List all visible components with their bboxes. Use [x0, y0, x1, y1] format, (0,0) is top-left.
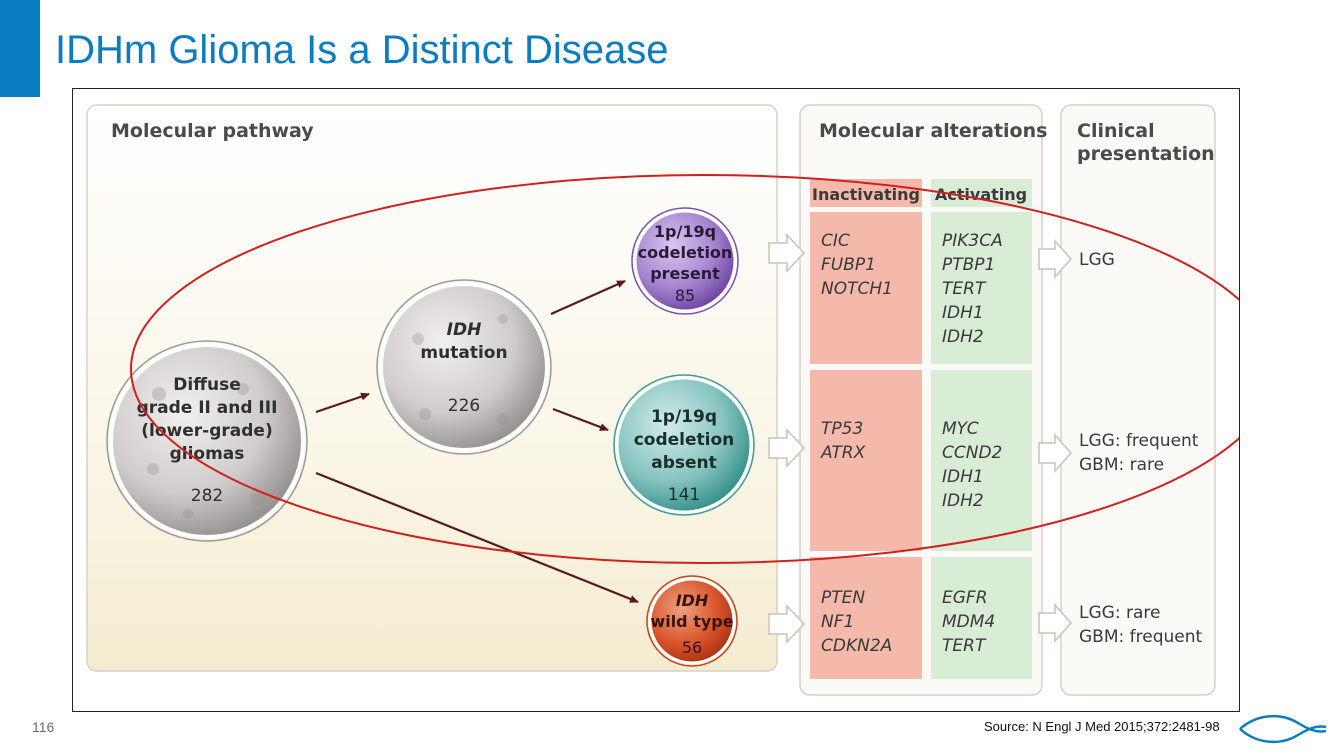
arrow-idh-to-codeletion-present — [550, 279, 626, 316]
gene-label: MYC — [942, 419, 979, 439]
page-number: 116 — [32, 719, 55, 735]
clinical-label: LGG — [1079, 250, 1115, 270]
row2-activating-cell — [931, 370, 1032, 551]
codeletion-present-label: codeletion — [638, 243, 733, 262]
inactivating-header: Inactivating — [812, 185, 920, 204]
pathway-diagram: Molecular pathway Molecular alterations … — [86, 104, 1239, 696]
idh-node-label: mutation — [420, 343, 507, 363]
row1-output-arrow — [1038, 239, 1073, 279]
arrow-diffuse-to-idh-wild-type — [315, 471, 639, 604]
gene-label: IDH1 — [942, 467, 984, 487]
clinical-label: GBM: rare — [1079, 455, 1164, 475]
gene-label: PTBP1 — [942, 255, 995, 275]
row1-activating-cell — [931, 212, 1032, 364]
row1-input-arrow — [768, 233, 806, 273]
gene-label: TP53 — [821, 419, 863, 439]
gene-label: ATRX — [820, 443, 866, 463]
row2-input-arrow — [768, 428, 806, 468]
row2-output-arrow — [1038, 433, 1073, 473]
idh-wild-type-count: 56 — [682, 638, 702, 657]
diffuse-node-label: gliomas — [170, 444, 245, 464]
gene-label: FUBP1 — [821, 255, 876, 275]
company-logo — [1239, 714, 1327, 744]
idh-wild-type-label: IDH — [676, 591, 709, 610]
title-accent-bar — [0, 0, 40, 97]
gene-label: PIK3CA — [942, 231, 1003, 251]
gene-label: IDH2 — [942, 327, 984, 347]
idh-wild-type-label: wild type — [650, 612, 733, 631]
gene-label: IDH1 — [942, 303, 984, 323]
codeletion-absent-count: 141 — [668, 485, 700, 505]
clinical-presentation-header-line2: presentation — [1077, 143, 1215, 165]
codeletion-absent-label: codeletion — [634, 430, 735, 450]
molecular-alterations-header: Molecular alterations — [819, 120, 1047, 142]
idh-node-label: IDH — [447, 320, 482, 340]
row3-activating-cell — [931, 557, 1032, 679]
gene-label: EGFR — [942, 588, 988, 608]
gene-label: MDM4 — [942, 612, 995, 632]
row3-output-arrow — [1038, 603, 1073, 643]
clinical-label: GBM: frequent — [1079, 627, 1202, 647]
highlight-ellipse — [130, 174, 1239, 564]
row3-input-arrow — [768, 604, 806, 644]
clinical-presentation-header-line1: Clinical — [1077, 120, 1155, 142]
codeletion-absent-label: absent — [651, 453, 717, 473]
gene-label: CDKN2A — [821, 636, 892, 656]
gene-label: IDH2 — [942, 491, 984, 511]
row1-inactivating-cell — [810, 212, 922, 364]
gene-label: TERT — [942, 279, 987, 299]
gene-label: NF1 — [821, 612, 854, 632]
gene-label: CCND2 — [942, 443, 1002, 463]
idh-wild-type-node: IDH wild type 56 — [646, 575, 738, 667]
diffuse-node-label: (lower-grade) — [141, 421, 272, 441]
codeletion-present-label: present — [650, 264, 720, 283]
slide-title: IDHm Glioma Is a Distinct Disease — [55, 28, 669, 72]
codeletion-present-count: 85 — [675, 286, 695, 305]
codeletion-absent-node: 1p/19q codeletion absent 141 — [613, 374, 755, 516]
row3-inactivating-cell — [810, 557, 922, 679]
diffuse-node-label: grade II and III — [137, 398, 278, 418]
clinical-label: LGG: frequent — [1079, 431, 1199, 451]
arrow-idh-to-codeletion-absent — [552, 407, 609, 432]
codeletion-present-label: 1p/19q — [654, 222, 716, 241]
arrow-diffuse-to-idh-mutation — [315, 392, 370, 414]
diffuse-node-label: Diffuse — [173, 375, 240, 395]
gene-label: CIC — [821, 231, 850, 251]
diffuse-node-count: 282 — [191, 486, 223, 506]
clinical-presentation-panel — [1060, 104, 1216, 696]
gene-label: NOTCH1 — [821, 279, 893, 299]
figure-frame: Molecular pathway Molecular alterations … — [72, 88, 1240, 712]
clinical-label: LGG: rare — [1079, 603, 1160, 623]
codeletion-absent-label: 1p/19q — [651, 407, 717, 427]
idh-node-count: 226 — [448, 396, 480, 416]
molecular-pathway-header: Molecular pathway — [111, 120, 314, 142]
codeletion-present-node: 1p/19q codeletion present 85 — [631, 207, 739, 315]
gene-label: PTEN — [821, 588, 865, 608]
gene-label: TERT — [942, 636, 987, 656]
source-citation: Source: N Engl J Med 2015;372:2481-98 — [984, 719, 1220, 734]
idh-mutation-node: IDH mutation 226 — [376, 279, 552, 455]
row2-inactivating-cell — [810, 370, 922, 551]
activating-header: Activating — [935, 185, 1027, 204]
